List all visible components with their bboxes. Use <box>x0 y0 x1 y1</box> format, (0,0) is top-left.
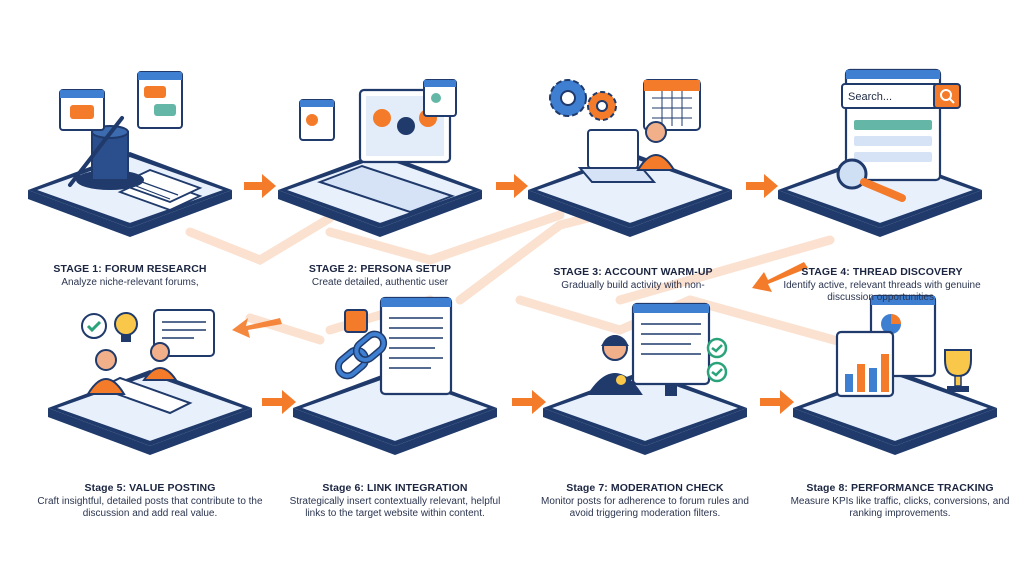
stage-5-label: Stage 5: VALUE POSTING Craft insightful,… <box>35 482 265 520</box>
moderator-icon <box>587 335 643 395</box>
stage-title: STAGE 1: FORUM RESEARCH <box>53 263 207 275</box>
arrow-right-icon <box>244 174 276 198</box>
hat-icon <box>68 116 144 190</box>
stage-8-label: Stage 8: PERFORMANCE TRACKING Measure KP… <box>785 482 1015 520</box>
stage-title: Stage 5: VALUE POSTING <box>84 482 216 494</box>
checkmark-icon <box>81 313 107 339</box>
stage-description: Identify active, relevant threads with g… <box>783 280 981 303</box>
stage-1-illustration <box>27 71 233 238</box>
stage-2-label: STAGE 2: PERSONA SETUP Create detailed, … <box>265 263 495 289</box>
stage-7-illustration <box>542 302 748 456</box>
flow-arrows <box>232 174 808 414</box>
arrow-left-icon <box>232 318 282 338</box>
search-icon <box>940 89 955 104</box>
chat-window-icon <box>59 71 183 131</box>
stage-description: Measure KPIs like traffic, clicks, conve… <box>790 496 1010 519</box>
stage-description: Monitor posts for adherence to forum rul… <box>541 496 749 519</box>
stage-description: Analyze niche-relevant forums, <box>61 277 199 288</box>
stage-7-label: Stage 7: MODERATION CHECK Monitor posts … <box>530 482 760 520</box>
arrow-right-icon <box>496 174 528 198</box>
arrow-right-icon <box>262 390 296 414</box>
id-badge-icon <box>299 79 457 141</box>
stage-title: STAGE 3: ACCOUNT WARM-UP <box>553 266 713 278</box>
person-at-laptop-icon <box>577 121 676 183</box>
stage-title: Stage 6: LINK INTEGRATION <box>322 482 468 494</box>
content-window-icon <box>379 296 453 396</box>
gear-icon <box>549 79 617 121</box>
trophy-icon <box>944 349 972 392</box>
shield-check-icon <box>706 337 728 383</box>
search-input[interactable]: Search... <box>848 91 892 103</box>
lightbulb-icon <box>114 312 138 342</box>
stage-6-label: Stage 6: LINK INTEGRATION Strategically … <box>280 482 510 520</box>
stage-title: STAGE 4: THREAD DISCOVERY <box>801 266 963 278</box>
stage-title: Stage 8: PERFORMANCE TRACKING <box>806 482 994 494</box>
stage-8-illustration <box>792 294 998 456</box>
stage-1-label: STAGE 1: FORUM RESEARCH Analyze niche-re… <box>15 263 245 289</box>
arrow-right-icon <box>760 390 794 414</box>
arrow-right-icon <box>512 390 546 414</box>
stage-3-illustration <box>527 79 733 238</box>
stage-4-illustration: Search... <box>777 68 983 238</box>
stage-description: Craft insightful, detailed posts that co… <box>37 496 263 519</box>
stage-title: STAGE 2: PERSONA SETUP <box>308 263 452 275</box>
stage-description: Gradually build activity with non- <box>561 280 705 291</box>
arrow-down-left-icon <box>752 262 808 292</box>
stage-6-illustration <box>292 296 498 456</box>
stage-title: Stage 7: MODERATION CHECK <box>566 482 724 494</box>
magnifier-icon <box>836 158 906 202</box>
stage-4-label: STAGE 4: THREAD DISCOVERY Identify activ… <box>767 266 997 304</box>
link-badge-icon <box>344 309 368 333</box>
stage-2-illustration <box>277 79 483 238</box>
stage-3-label: STAGE 3: ACCOUNT WARM-UP Gradually build… <box>518 266 748 292</box>
stage-description: Strategically insert contextually releva… <box>289 496 501 519</box>
writing-people-icon <box>86 342 193 415</box>
arrow-right-icon <box>746 174 778 198</box>
calendar-icon <box>643 79 701 131</box>
document-window-icon <box>153 309 215 357</box>
chain-link-icon <box>334 330 388 380</box>
laptop-icon <box>317 88 455 214</box>
bar-chart-icon <box>835 330 895 398</box>
stage-description: Create detailed, authentic user <box>311 277 449 288</box>
stage-5-illustration <box>47 309 253 456</box>
monitor-icon <box>631 302 711 396</box>
search-box[interactable]: Search... <box>841 83 961 109</box>
